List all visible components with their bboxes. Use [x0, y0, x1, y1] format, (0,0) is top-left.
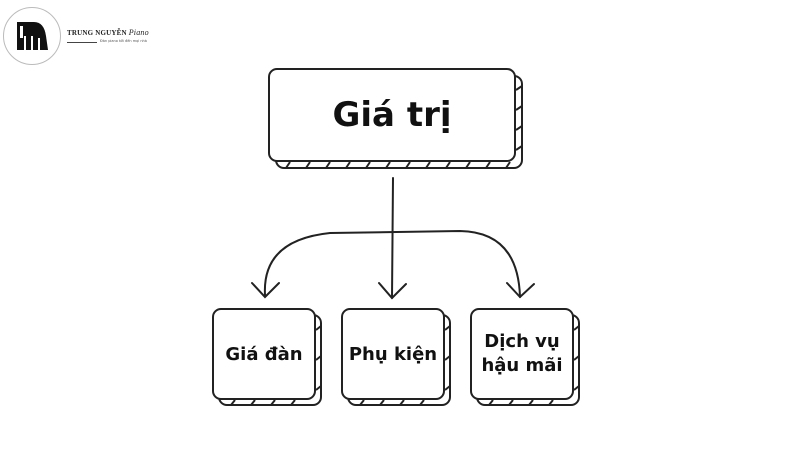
- arrowhead-center: [378, 282, 407, 300]
- piano-logo-icon: [17, 22, 48, 50]
- child-box-1: [212, 308, 322, 406]
- child-node-label: Dịch vụ hậu mãi: [481, 330, 563, 376]
- child-box-3: [470, 308, 580, 406]
- root-box: [268, 68, 523, 169]
- connector-branch: [263, 229, 521, 298]
- divider: [67, 42, 97, 43]
- brand-name: TRUNG NGUYỄN Piano: [67, 28, 149, 37]
- logo: [3, 7, 61, 65]
- child-node-label: Giá đàn: [225, 343, 303, 365]
- arrowhead-right: [506, 282, 535, 299]
- root-node-label: Giá trị: [332, 95, 452, 135]
- child-box-2: [341, 308, 451, 406]
- connector-center: [391, 177, 394, 299]
- child-node-label: Phụ kiện: [348, 343, 438, 365]
- brand-tagline: Đàn piano tốt đến mọi nhà: [100, 39, 147, 43]
- arrowhead-left: [251, 282, 280, 299]
